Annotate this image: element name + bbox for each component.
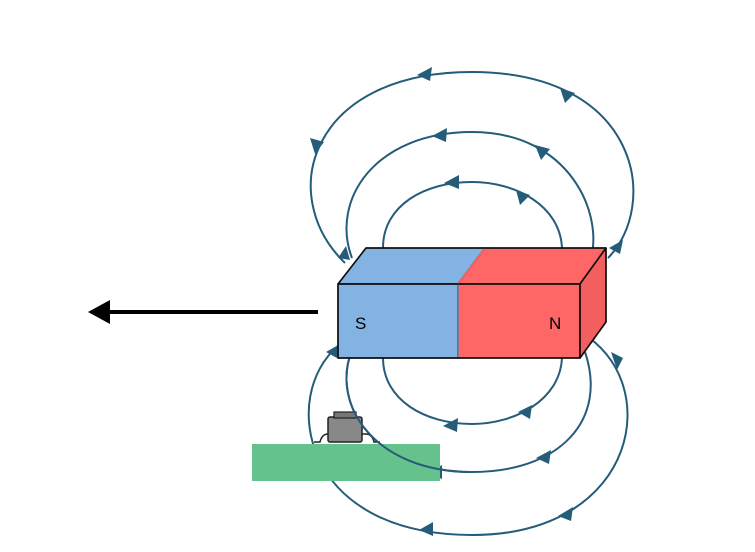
- field-arrow-icon: [558, 507, 573, 521]
- field-arrow-icon: [326, 344, 340, 358]
- field-line-bottom-inner: [382, 357, 563, 426]
- field-arrow-icon: [611, 352, 623, 370]
- pcb-board: [252, 444, 440, 481]
- field-line-bottom-outer: [307, 331, 629, 537]
- field-arrow-icon: [535, 145, 550, 160]
- field-arrow-icon: [560, 88, 575, 103]
- field-arrow-icon: [432, 128, 447, 142]
- field-line-top-inner: [382, 180, 563, 249]
- left-arrow-icon: [88, 300, 318, 324]
- field-arrow-icon: [444, 175, 459, 189]
- field-arrow-icon: [609, 240, 623, 254]
- field-arrows: [305, 67, 623, 536]
- north-pole-label: N: [549, 314, 561, 333]
- field-arrow-icon: [417, 67, 432, 81]
- field-arrow-icon: [338, 246, 350, 260]
- field-line-top-outer: [309, 70, 635, 264]
- field-arrow-icon: [518, 405, 532, 419]
- sensor-chip-icon: [314, 411, 380, 443]
- magnet-north-pole: [457, 283, 581, 359]
- field-line-top-middle: [345, 130, 595, 263]
- field-lines-top: [309, 70, 635, 264]
- field-arrow-icon: [536, 450, 551, 464]
- south-pole-label: S: [355, 314, 366, 333]
- field-arrow-icon: [443, 418, 458, 432]
- field-arrow-icon: [516, 190, 530, 205]
- field-arrow-icon: [310, 138, 324, 154]
- field-arrow-icon: [419, 522, 433, 536]
